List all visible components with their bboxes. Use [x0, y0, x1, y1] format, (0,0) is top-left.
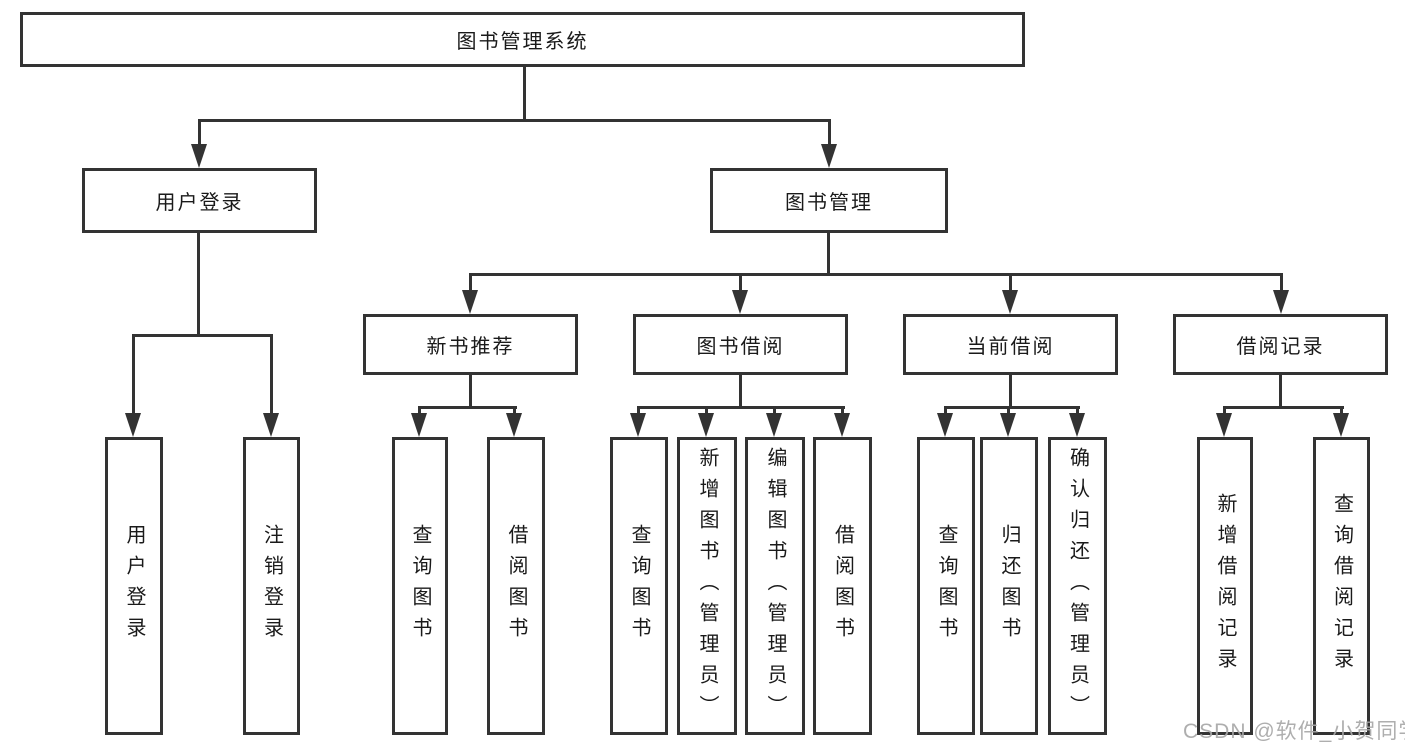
- connector-line: [841, 406, 844, 416]
- node-label: 借阅记录: [1236, 336, 1325, 358]
- connector-line: [944, 406, 1080, 409]
- connector-line: [198, 119, 201, 147]
- leaf-add-borrow-record: 新增借阅记录: [1197, 437, 1253, 735]
- leaf-label: 借阅图书: [831, 524, 854, 648]
- leaf-label: 确认归还（管理员）: [1066, 446, 1089, 726]
- connector-line: [773, 406, 776, 416]
- leaf-query-books-current: 查询图书: [917, 437, 975, 735]
- node-book-management: 图书管理: [710, 168, 948, 233]
- connector-line: [469, 273, 1283, 276]
- node-user-login: 用户登录: [82, 168, 317, 233]
- leaf-borrow-books: 借阅图书: [813, 437, 872, 735]
- leaf-edit-books-admin: 编辑图书（管理员）: [745, 437, 805, 735]
- leaf-borrow-books-recommend: 借阅图书: [487, 437, 545, 735]
- arrow-down-icon: [1216, 413, 1232, 437]
- leaf-label: 归还图书: [998, 524, 1020, 648]
- leaf-logout: 注销登录: [243, 437, 300, 735]
- leaf-query-books-borrow: 查询图书: [610, 437, 668, 735]
- leaf-return-books: 归还图书: [980, 437, 1038, 735]
- leaf-label: 新增图书（管理员）: [696, 446, 718, 726]
- leaf-label: 新增借阅记录: [1214, 493, 1236, 679]
- leaf-query-books-recommend: 查询图书: [392, 437, 448, 735]
- connector-line: [739, 273, 742, 293]
- leaf-label: 查询图书: [935, 524, 957, 648]
- arrow-down-icon: [630, 413, 646, 437]
- leaf-add-books-admin: 新增图书（管理员）: [677, 437, 737, 735]
- connector-line: [197, 233, 200, 337]
- node-label: 新书推荐: [426, 336, 515, 358]
- connector-line: [1007, 406, 1010, 416]
- leaf-query-borrow-record: 查询借阅记录: [1313, 437, 1370, 735]
- node-root-library-system: 图书管理系统: [20, 12, 1025, 67]
- arrow-down-icon: [1000, 413, 1016, 437]
- connector-line: [469, 273, 472, 293]
- node-label: 用户登录: [155, 192, 244, 214]
- connector-line: [418, 406, 421, 416]
- connector-line: [469, 375, 472, 409]
- connector-line: [1340, 406, 1343, 416]
- csdn-watermark: CSDN @软件_小贺同学: [1183, 720, 1405, 743]
- node-label: 图书借阅: [696, 336, 785, 358]
- connector-line: [828, 119, 831, 147]
- connector-line: [198, 119, 831, 122]
- connector-line: [132, 334, 273, 337]
- arrow-down-icon: [1069, 413, 1085, 437]
- connector-line: [513, 406, 516, 416]
- arrow-down-icon: [937, 413, 953, 437]
- leaf-confirm-return-admin: 确认归还（管理员）: [1048, 437, 1107, 735]
- connector-line: [739, 375, 742, 409]
- connector-line: [1009, 375, 1012, 409]
- arrow-down-icon: [411, 413, 427, 437]
- connector-line: [827, 233, 830, 276]
- arrow-down-icon: [766, 413, 782, 437]
- arrow-down-icon: [821, 144, 837, 168]
- leaf-label: 借阅图书: [505, 524, 527, 648]
- connector-line: [1279, 375, 1282, 409]
- arrow-down-icon: [1002, 290, 1018, 314]
- node-borrowing-records: 借阅记录: [1173, 314, 1388, 375]
- connector-line: [132, 334, 135, 418]
- node-new-book-recommend: 新书推荐: [363, 314, 578, 375]
- arrow-down-icon: [1273, 290, 1289, 314]
- node-current-borrowing: 当前借阅: [903, 314, 1118, 375]
- arrow-down-icon: [732, 290, 748, 314]
- leaf-label: 注销登录: [260, 524, 283, 648]
- connector-line: [1076, 406, 1079, 416]
- connector-line: [1280, 273, 1283, 293]
- leaf-label: 查询图书: [628, 524, 650, 648]
- arrow-down-icon: [1333, 413, 1349, 437]
- node-label: 图书管理系统: [456, 31, 589, 53]
- leaf-label: 查询图书: [409, 524, 431, 648]
- node-label: 当前借阅: [966, 336, 1055, 358]
- node-label: 图书管理: [785, 192, 873, 214]
- arrow-down-icon: [834, 413, 850, 437]
- connector-line: [637, 406, 845, 409]
- connector-line: [418, 406, 517, 409]
- leaf-label: 用户登录: [123, 524, 145, 648]
- connector-line: [637, 406, 640, 416]
- connector-line: [1223, 406, 1344, 409]
- leaf-user-login: 用户登录: [105, 437, 163, 735]
- arrow-down-icon: [506, 413, 522, 437]
- arrow-down-icon: [191, 144, 207, 168]
- connector-line: [270, 334, 273, 418]
- connector-line: [705, 406, 708, 416]
- arrow-down-icon: [125, 413, 141, 437]
- arrow-down-icon: [263, 413, 279, 437]
- connector-line: [1223, 406, 1226, 416]
- leaf-label: 查询借阅记录: [1330, 493, 1353, 679]
- connector-line: [1009, 273, 1012, 293]
- arrow-down-icon: [462, 290, 478, 314]
- node-book-borrowing: 图书借阅: [633, 314, 848, 375]
- connector-line: [944, 406, 947, 416]
- connector-line: [523, 67, 526, 121]
- leaf-label: 编辑图书（管理员）: [764, 446, 786, 726]
- arrow-down-icon: [698, 413, 714, 437]
